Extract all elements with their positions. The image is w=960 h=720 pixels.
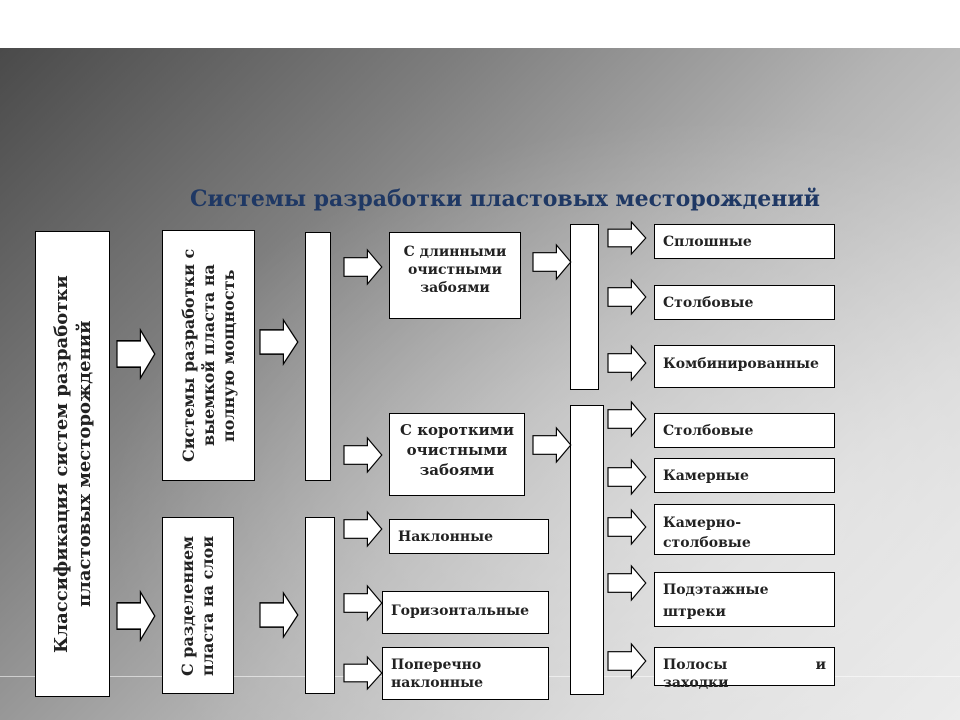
connector-bar-lower [305,517,335,694]
pillar-box-1: Столбовые [654,285,835,320]
strips-line-2: заходки [663,675,729,691]
full-thickness-box: Системы разработки с выемкой пласта на п… [162,230,255,481]
layers-label: С разделением пласта на слои [178,535,217,676]
layers-box: С разделением пласта на слои [162,517,234,694]
pillar-box-2: Столбовые [654,413,835,448]
sublevel-box: Подэтажные штреки [654,572,835,627]
inclined-box: Наклонные [389,519,549,554]
connector-bar-right-upper [570,224,599,390]
chamber-box: Камерные [654,458,835,493]
strips-box: Полосы и заходки [654,647,835,691]
connector-bar-upper [305,232,331,481]
diagram-title: Системы разработки пластовых месторожден… [190,186,820,212]
classification-box: Классификация систем разработки пластовы… [35,231,110,697]
classification-label: Классификация систем разработки пластовы… [50,275,95,653]
full-thickness-label: Системы разработки с выемкой пласта на п… [178,248,238,463]
long-faces-box: С длинными очистными забоями [389,232,521,319]
combined-box: Комбинированные [654,345,835,388]
horizontal-box: Горизонтальные [382,591,549,634]
transverse-box: Поперечно наклонные [382,647,549,700]
connector-bar-right-lower [570,405,604,695]
chamber-pillar-box: Камерно-столбовые [654,504,835,555]
strips-line: Полосы и [663,657,826,673]
short-faces-box: С короткими очистными забоями [389,413,525,496]
continuous-box: Сплошные [654,224,835,259]
